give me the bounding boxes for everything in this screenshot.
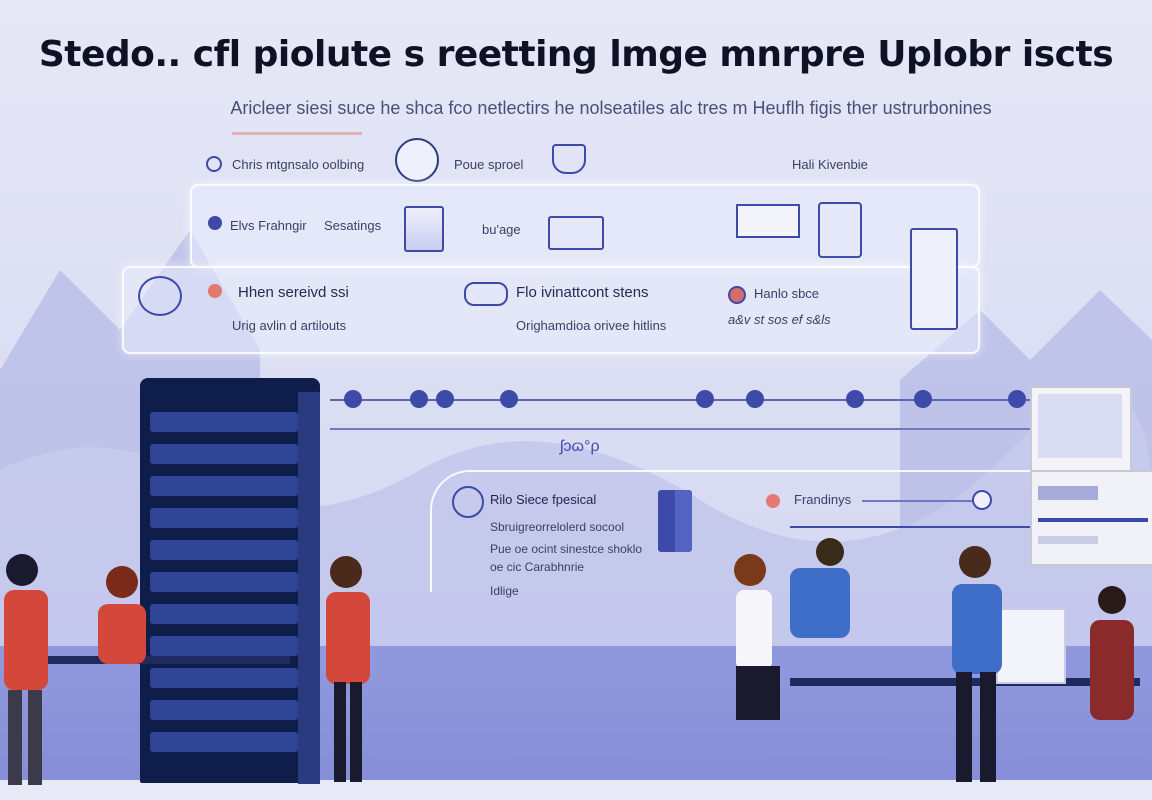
- timeline-node: [436, 390, 454, 408]
- server-slot: [150, 508, 298, 528]
- timeline-node: [500, 390, 518, 408]
- timeline-track: [330, 399, 1030, 401]
- right-screen-card: [1030, 386, 1132, 472]
- top-row-item-2: Poue sproel: [454, 157, 524, 172]
- server-slot: [150, 668, 298, 688]
- top-row: Chris mtgnsalo oolbing Poue sproel Hali …: [200, 138, 920, 182]
- server-rack-side: [298, 392, 320, 784]
- top-row-item-1: Chris mtgnsalo oolbing: [232, 157, 365, 172]
- lower-card: Rilo Siece fpesical Sbruigreorrelolerd s…: [430, 470, 1032, 598]
- status-dot-icon: [728, 286, 746, 304]
- chart-icon: [818, 202, 862, 258]
- front-row2-item-2: Orighamdioa orivee hitlins: [516, 318, 667, 333]
- page-title: Stedo.. cfl piolute s reetting lmge mnrp…: [38, 34, 1114, 75]
- server-slot: [150, 636, 298, 656]
- page-subtitle: Aricleer siesi suce he shca fco netlecti…: [230, 98, 992, 118]
- people-illustration: [4, 538, 1134, 785]
- monitor-icon: [736, 204, 800, 238]
- server-slot: [150, 572, 298, 592]
- person-left-1: [4, 554, 48, 785]
- person-woman-right: [1090, 586, 1134, 720]
- person-center-woman: [326, 556, 370, 782]
- person-man-right: [952, 546, 1002, 782]
- info-bar: [1038, 518, 1148, 522]
- server-slot: [150, 412, 298, 432]
- front-row2-item-1: Urig avlin d artilouts: [232, 318, 347, 333]
- lower-card-line-1: Sbruigreorrelolerd socool: [490, 520, 625, 534]
- info-bar: [1038, 536, 1098, 544]
- alert-icon: [208, 284, 222, 298]
- desk-left: [40, 656, 290, 664]
- pin-icon: [206, 156, 222, 172]
- timeline-node: [696, 390, 714, 408]
- lower-card-line-4: Idlige: [490, 584, 519, 598]
- info-bar: [1038, 486, 1098, 500]
- building-icon: [404, 206, 444, 252]
- ground-strip: [0, 780, 1152, 800]
- indicator-icon: [766, 494, 780, 508]
- slider-handle[interactable]: [972, 490, 992, 510]
- server-slot: [150, 540, 298, 560]
- timeline-track-lower: [330, 428, 1030, 430]
- flag-icon: [658, 490, 692, 552]
- progress-line: [790, 526, 1032, 528]
- lower-card-line-3: oe cic Carabhnrie: [490, 560, 585, 574]
- right-info-card: [1030, 470, 1152, 566]
- server-slot: [150, 604, 298, 624]
- screen-display: [1038, 394, 1122, 458]
- subtitle-underline: [232, 132, 362, 135]
- target-icon: [452, 486, 484, 518]
- back-panel-item-2: Sesatings: [324, 218, 382, 233]
- server-slot: [150, 700, 298, 720]
- lower-card-line-2: Pue oe ocint sinestce shoklo: [490, 542, 643, 556]
- timeline-node: [846, 390, 864, 408]
- back-panel: Elvs Frahngir Sesatings bu'age: [190, 184, 980, 268]
- timeline-node: [410, 390, 428, 408]
- front-row1-item-2: Flo ivinattcont stens: [516, 284, 649, 301]
- back-panel-item-3: bu'age: [482, 222, 521, 237]
- cloud-icon: [464, 282, 508, 306]
- timeline-node: [914, 390, 932, 408]
- timeline-label: ʃɔɷ°ρ: [560, 438, 600, 455]
- shield-icon: [552, 144, 586, 174]
- front-row1-item-3: Hanlo sbce: [754, 286, 820, 301]
- server-rack: [140, 378, 320, 783]
- server-slot: [150, 444, 298, 464]
- top-row-item-3: Hali Kivenbie: [792, 157, 868, 172]
- slider-track[interactable]: [862, 500, 982, 502]
- front-row1-item-1: Hhen sereivd ssi: [238, 284, 349, 301]
- timeline-node: [1008, 390, 1026, 408]
- lower-card-right-label: Frandinys: [794, 492, 852, 507]
- avatar-icon: [208, 216, 222, 230]
- group-icon: [138, 276, 182, 316]
- server-slot: [150, 732, 298, 752]
- clock-icon: [395, 138, 439, 182]
- server-slot: [150, 476, 298, 496]
- front-row2-item-3: a&v st sos ef s&ls: [728, 312, 831, 327]
- lower-card-heading: Rilo Siece fpesical: [490, 492, 597, 507]
- timeline-node: [344, 390, 362, 408]
- person-man-blue-shirt: [790, 538, 850, 638]
- front-panel: Hhen sereivd ssi Flo ivinattcont stens H…: [122, 228, 980, 354]
- timeline-node: [746, 390, 764, 408]
- person-left-2: [98, 566, 146, 664]
- laptop-icon: [548, 216, 604, 250]
- person-woman-white: [734, 554, 780, 720]
- document-icon: [910, 228, 958, 330]
- back-panel-item-1: Elvs Frahngir: [230, 218, 307, 233]
